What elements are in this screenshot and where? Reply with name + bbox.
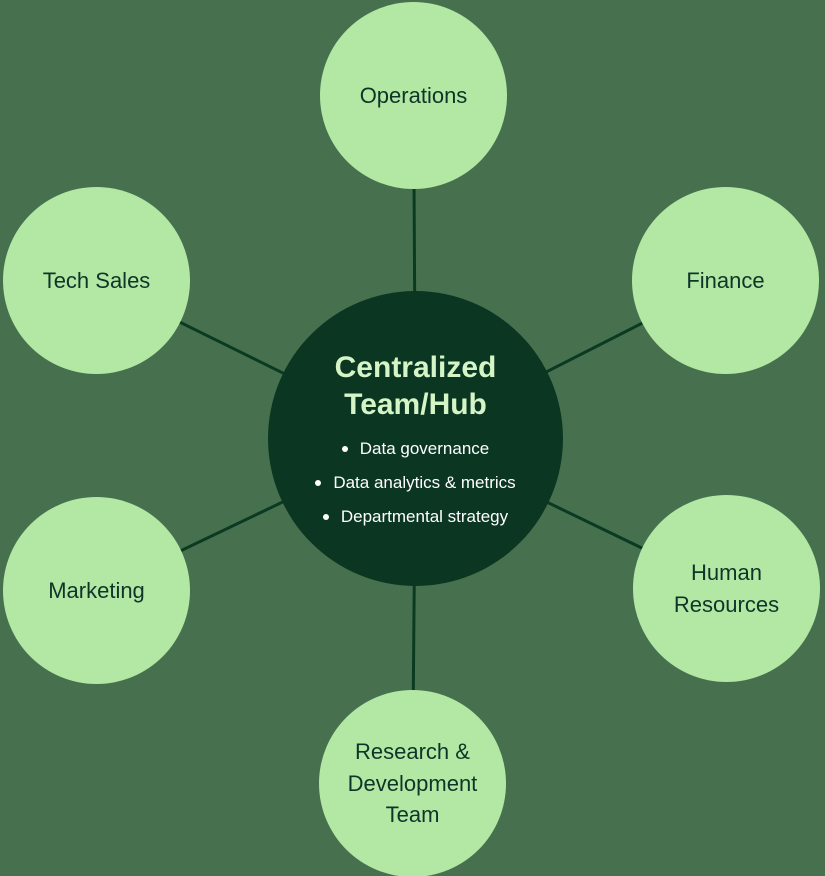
- node-label: Research & Development Team: [347, 738, 478, 828]
- bullet-text: Departmental strategy: [340, 507, 509, 527]
- bullet-item: Departmental strategy: [322, 507, 509, 527]
- bullet-item: Data governance: [341, 439, 490, 459]
- hub-title: Centralized Team/Hub: [334, 350, 497, 421]
- hub-bullet-list: Data governance Data analytics & metrics…: [315, 439, 516, 527]
- bullet-text: Data analytics & metrics: [333, 473, 516, 493]
- node-marketing: Marketing: [3, 497, 190, 684]
- bullet-dot-icon: [315, 480, 322, 487]
- node-tech-sales: Tech Sales: [3, 187, 190, 374]
- node-label: Marketing: [48, 577, 145, 603]
- node-label: Human Resources: [673, 559, 780, 617]
- node-label: Tech Sales: [42, 267, 151, 293]
- node-human-resources: Human Resources: [633, 495, 820, 682]
- bullet-dot-icon: [341, 446, 348, 453]
- node-label: Finance: [686, 267, 765, 293]
- node-research-development-team: Research & Development Team: [319, 690, 506, 876]
- bullet-dot-icon: [322, 514, 329, 521]
- node-label: Operations: [359, 82, 468, 108]
- bullet-text: Data governance: [359, 439, 490, 459]
- node-finance: Finance: [632, 187, 819, 374]
- hub-node-centralized-team: Centralized Team/Hub Data governance Dat…: [268, 291, 563, 586]
- bullet-item: Data analytics & metrics: [315, 473, 516, 493]
- node-operations: Operations: [320, 2, 507, 189]
